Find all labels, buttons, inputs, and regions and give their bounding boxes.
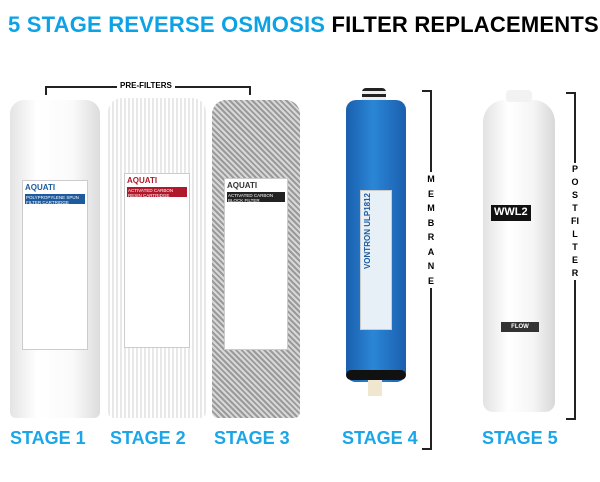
stage-3-label: STAGE 3 (214, 428, 290, 448)
stage1-cartridge: AQUATI POLYPROPYLENE SPUN FILTER CARTRID… (10, 100, 100, 418)
membrane-tube (368, 380, 382, 396)
post-filter-cartridge: WWL2 FLOW (483, 100, 555, 412)
pre-filters-label: PRE-FILTERS (117, 81, 175, 90)
post-filter-top-nozzle (506, 90, 532, 102)
stage3-cartridge: AQUATI ACTIVATED CARBON BLOCK FILTER CAR… (212, 100, 300, 418)
stage-5-label: STAGE 5 (482, 428, 558, 448)
stage-4-label: STAGE 4 (342, 428, 418, 448)
stage1-label: AQUATI POLYPROPYLENE SPUN FILTER CARTRID… (22, 180, 88, 350)
stage3-label: AQUATI ACTIVATED CARBON BLOCK FILTER CAR… (224, 178, 288, 350)
membrane-label-vertical: MEMBRANE (426, 172, 436, 288)
stage-1-label: STAGE 1 (10, 428, 86, 448)
stage-2-label: STAGE 2 (110, 428, 186, 448)
membrane-seal (346, 370, 406, 380)
membrane-cartridge: VONTRON ULP1812 (346, 100, 406, 382)
page-title: 5 STAGE REVERSE OSMOSIS FILTER REPLACEME… (8, 12, 599, 37)
stage2-cartridge: AQUATI ACTIVATED CARBON RESIN CARTRIDGE (108, 98, 206, 418)
membrane-label: VONTRON ULP1812 (360, 190, 392, 330)
membrane-cap (362, 88, 386, 102)
stage2-label: AQUATI ACTIVATED CARBON RESIN CARTRIDGE (124, 173, 190, 348)
post-filter-label-vertical: POST FILTER (570, 163, 580, 280)
flow-arrow: FLOW (501, 322, 539, 332)
post-filter-model: WWL2 (491, 205, 531, 221)
